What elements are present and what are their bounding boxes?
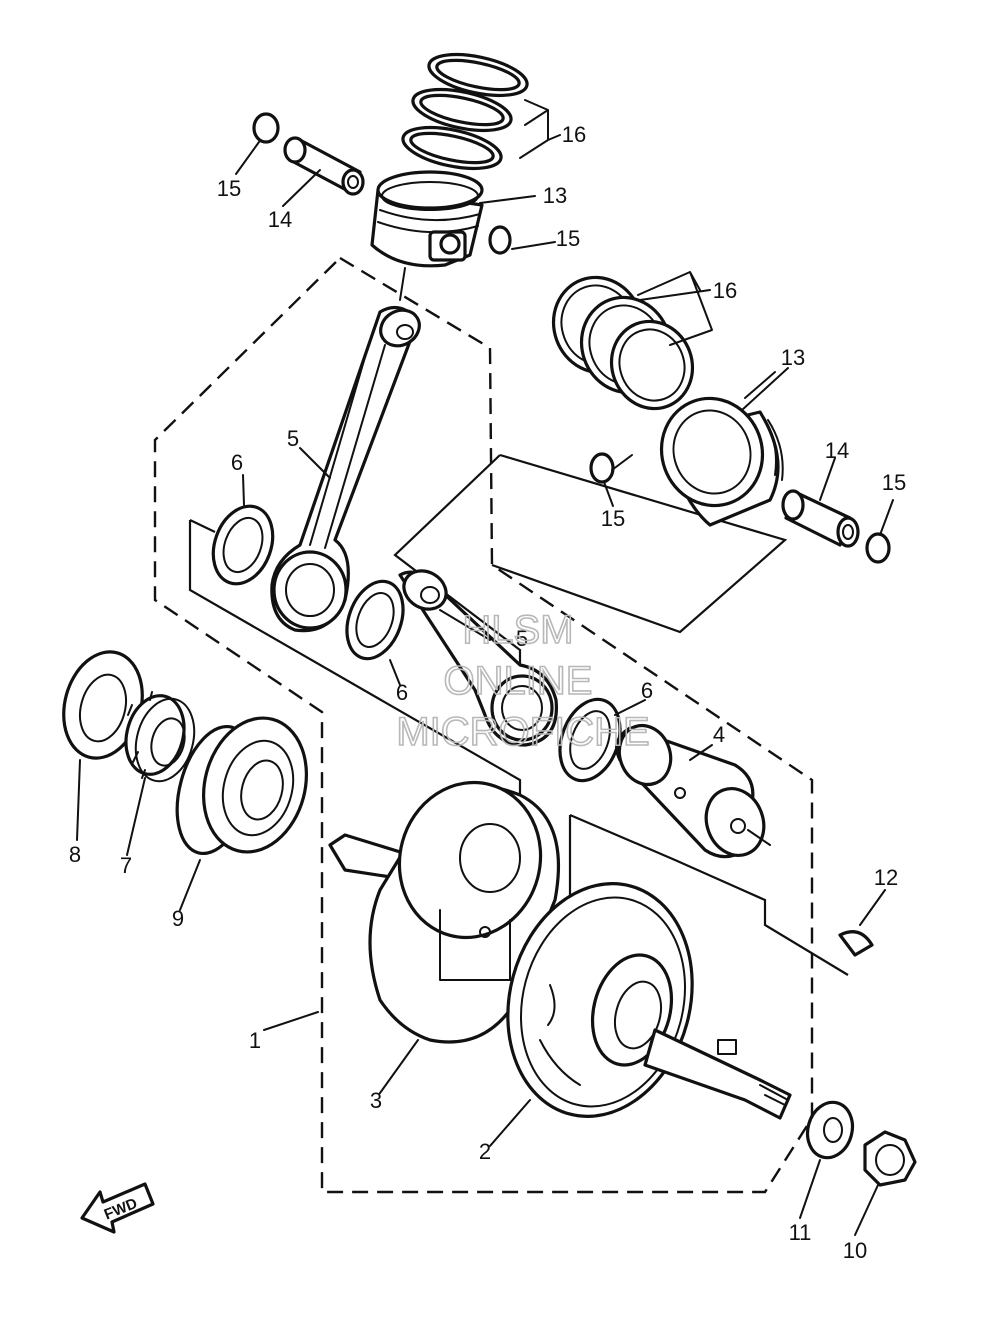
callout-6a: 6 xyxy=(231,450,243,475)
callout-9: 9 xyxy=(172,906,184,931)
callout-3: 3 xyxy=(370,1088,382,1113)
watermark-line-2: ONLINE xyxy=(444,659,593,703)
piston-right xyxy=(659,371,784,527)
circlip-right-1 xyxy=(589,452,633,484)
circlip-upper-left xyxy=(252,112,280,144)
watermark: HLSM ONLINE MICROFICHE xyxy=(396,607,651,755)
callout-13b: 13 xyxy=(781,345,805,370)
plain-washer xyxy=(805,1100,855,1160)
crankshaft-nut xyxy=(863,1130,917,1187)
callout-15a: 15 xyxy=(217,176,241,201)
callout-2: 2 xyxy=(479,1139,491,1164)
callout-14b: 14 xyxy=(825,438,849,463)
callout-10: 10 xyxy=(843,1238,867,1263)
watermark-line-3: MICROFICHE xyxy=(396,710,649,754)
callout-6b: 6 xyxy=(396,680,408,705)
piston-upper xyxy=(370,170,484,301)
callout-13a: 13 xyxy=(543,183,567,208)
callout-5b: 5 xyxy=(516,626,528,651)
callout-4: 4 xyxy=(713,722,725,747)
circlip-upper-right xyxy=(488,225,512,255)
connecting-rod-left xyxy=(270,305,421,633)
watermark-line-1: HLSM xyxy=(462,608,573,652)
callout-11: 11 xyxy=(789,1220,812,1245)
piston-rings-upper xyxy=(401,52,561,171)
crank-right xyxy=(506,882,792,1120)
callout-8: 8 xyxy=(69,842,81,867)
thrust-washer-mid xyxy=(345,579,405,661)
main-bearing-left xyxy=(175,716,309,856)
leader-lines xyxy=(76,141,894,1236)
circlip-right-2 xyxy=(865,532,891,564)
callout-15c: 15 xyxy=(601,506,625,531)
timing-gear xyxy=(124,691,196,783)
dashed-boundary-outer xyxy=(153,256,814,1194)
woodruff-key xyxy=(838,930,874,957)
callout-7: 7 xyxy=(120,853,132,878)
callout-numbers: 1 2 3 4 5 5 6 6 6 7 8 9 10 11 12 13 13 1… xyxy=(69,122,906,1263)
thrust-washer-left xyxy=(211,504,275,586)
callout-14a: 14 xyxy=(268,207,292,232)
piston-rings-right xyxy=(551,271,713,411)
callout-15d: 15 xyxy=(882,470,906,495)
callout-1: 1 xyxy=(249,1028,261,1053)
callout-15b: 15 xyxy=(556,226,580,251)
forward-direction-arrow: FWD xyxy=(80,1182,155,1234)
callout-12: 12 xyxy=(874,865,898,890)
callout-16b: 16 xyxy=(713,278,737,303)
piston-pin-upper xyxy=(283,136,365,196)
callout-5a: 5 xyxy=(287,426,299,451)
piston-pin-right xyxy=(781,489,860,548)
callout-16a: 16 xyxy=(562,122,586,147)
connecting-rod-right xyxy=(398,569,559,747)
crank-pin xyxy=(615,723,771,859)
callout-6c: 6 xyxy=(641,678,653,703)
